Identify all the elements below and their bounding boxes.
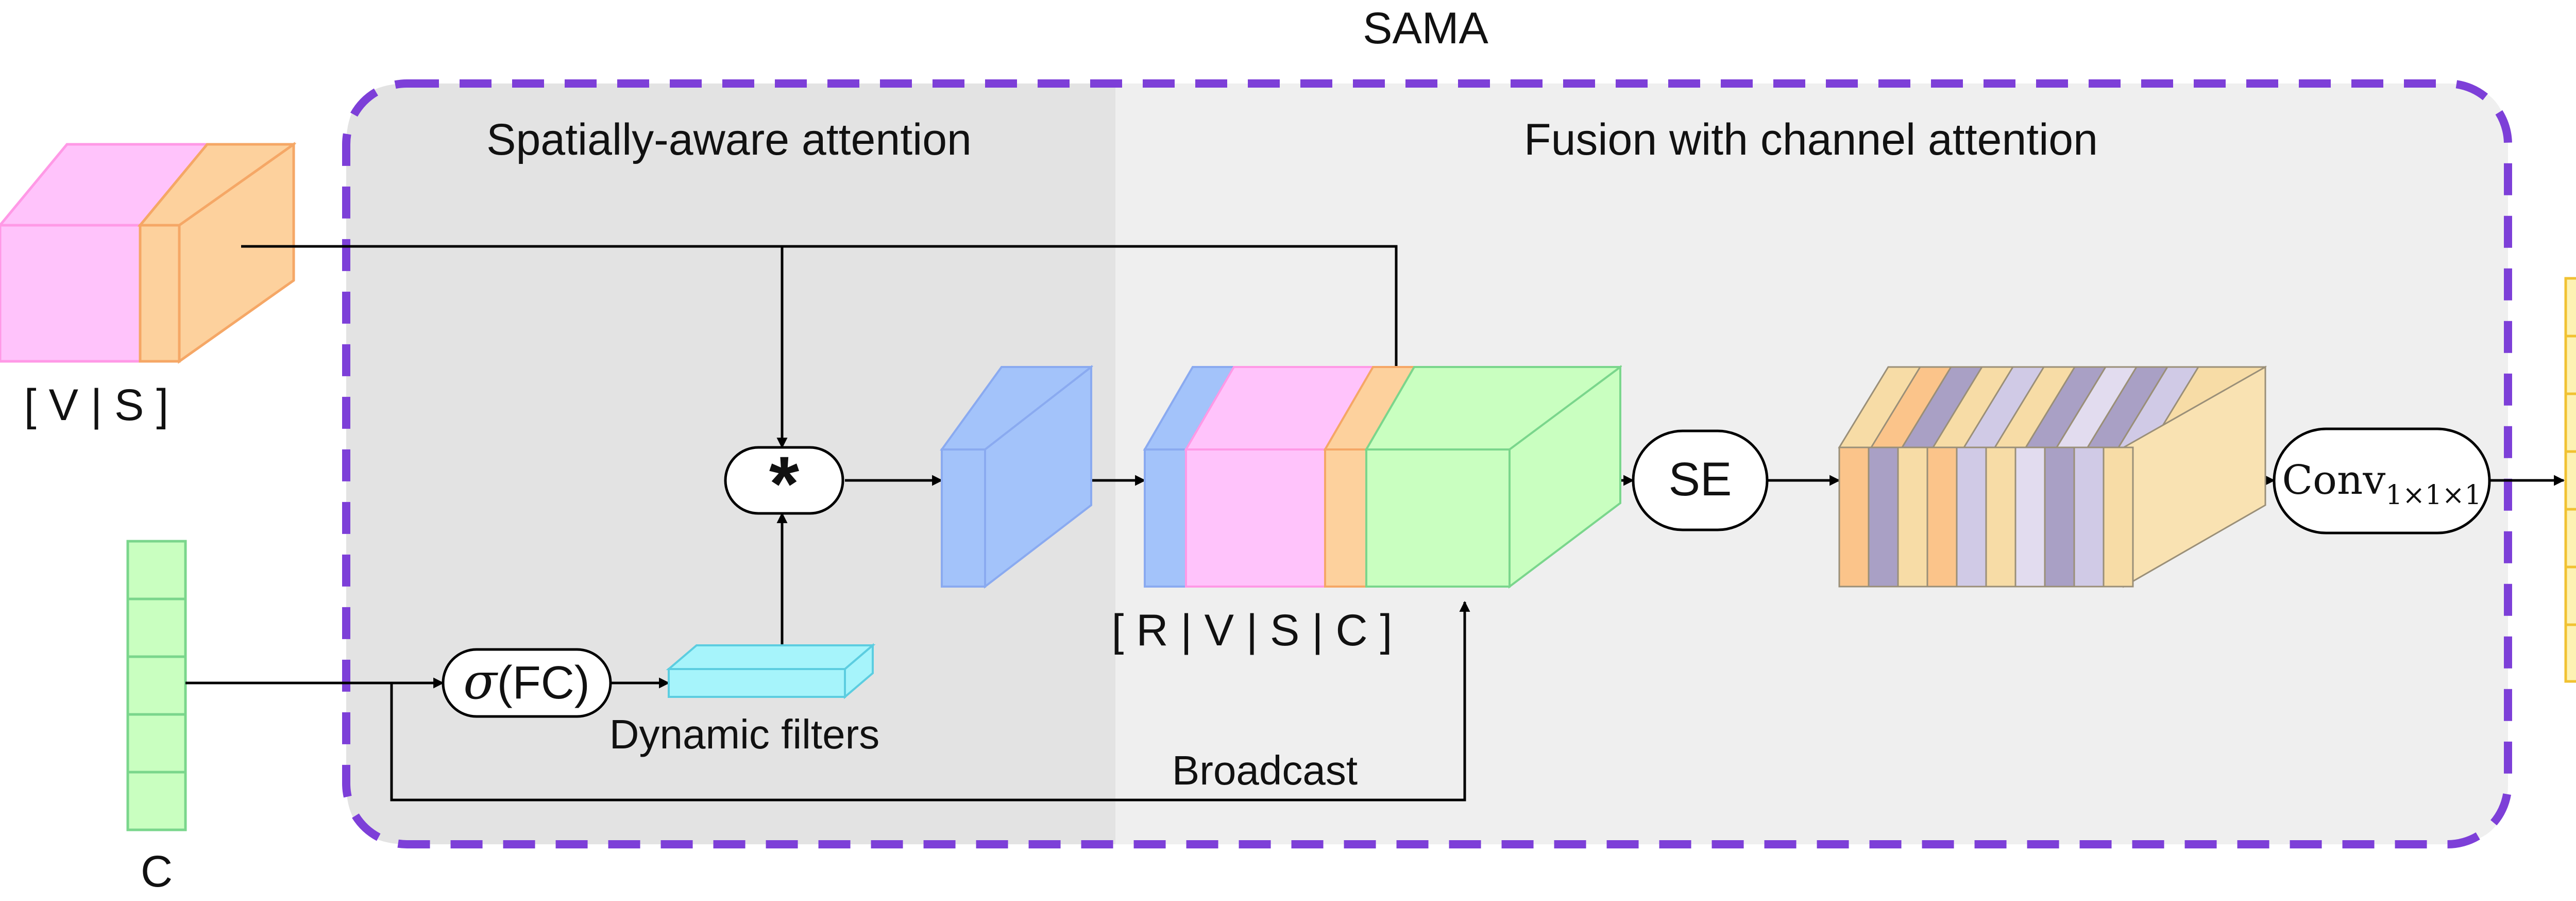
right-panel-title: Fusion with channel attention [1524, 115, 2098, 164]
channel-slice [2073, 446, 2105, 588]
v-block-front [0, 224, 142, 363]
r-feature-front [941, 448, 986, 588]
channel-slice [2044, 446, 2075, 588]
se-label: SE [1669, 453, 1732, 506]
sigma-fc-label: σ(FC) [463, 653, 589, 710]
output-vector [2564, 277, 2576, 683]
sigma-fc-box [442, 648, 612, 718]
left-panel-title: Spatially-aware attention [486, 115, 972, 164]
c-input-label: C [141, 847, 173, 896]
channel-slice [1926, 446, 1958, 588]
sama-dashed-border [342, 79, 2512, 848]
se-box [1632, 429, 1769, 531]
channel-slice [2014, 446, 2046, 588]
filter-top [666, 644, 876, 670]
filter-front [668, 668, 846, 698]
fc-text: (FC) [497, 657, 590, 709]
channel-slice [1897, 446, 1928, 588]
conv-star-symbol: * [769, 440, 800, 527]
r-feature-block [940, 364, 1093, 589]
c-vector-body [126, 540, 187, 831]
vs-input-label: [ V | S ] [24, 380, 168, 430]
channel-slice [1868, 446, 1899, 588]
dynamic-filters-label: Dynamic filters [609, 711, 880, 757]
conv1x1x1-main: Conv [2282, 457, 2385, 504]
channel-slice [1838, 446, 1870, 588]
concat-r-front [1144, 448, 1187, 588]
conv1x1x1-box [2273, 427, 2491, 535]
c-input-vector [126, 540, 187, 831]
vs-input-tensor [0, 142, 297, 364]
conv1x1x1-label: Conv1×1×1 [2282, 457, 2481, 511]
channel-slice [2103, 446, 2134, 588]
sama-title: SAMA [1363, 4, 1488, 53]
broadcast-label: Broadcast [1172, 747, 1358, 793]
conv-operator-box [724, 446, 844, 515]
concat-s-front [1324, 448, 1367, 588]
concat-label: [ R | V | S | C ] [1112, 606, 1393, 655]
channel-stack [1838, 365, 2267, 588]
s-block-front [139, 224, 181, 363]
channel-slice [1985, 446, 2016, 588]
concat-tensor [1143, 365, 1622, 589]
broadcast-line [390, 600, 1470, 802]
concat-c-front [1365, 448, 1511, 588]
channel-slice [1956, 446, 1987, 588]
output-vector-body [2564, 277, 2576, 683]
concat-v-front [1185, 448, 1326, 588]
dynamic-filters-block [666, 643, 876, 699]
connections [185, 245, 2565, 802]
conv1x1x1-subscript: 1×1×1 [2385, 480, 2481, 511]
sigma-symbol: σ [463, 653, 498, 710]
vs-to-concat-line [241, 245, 1402, 398]
